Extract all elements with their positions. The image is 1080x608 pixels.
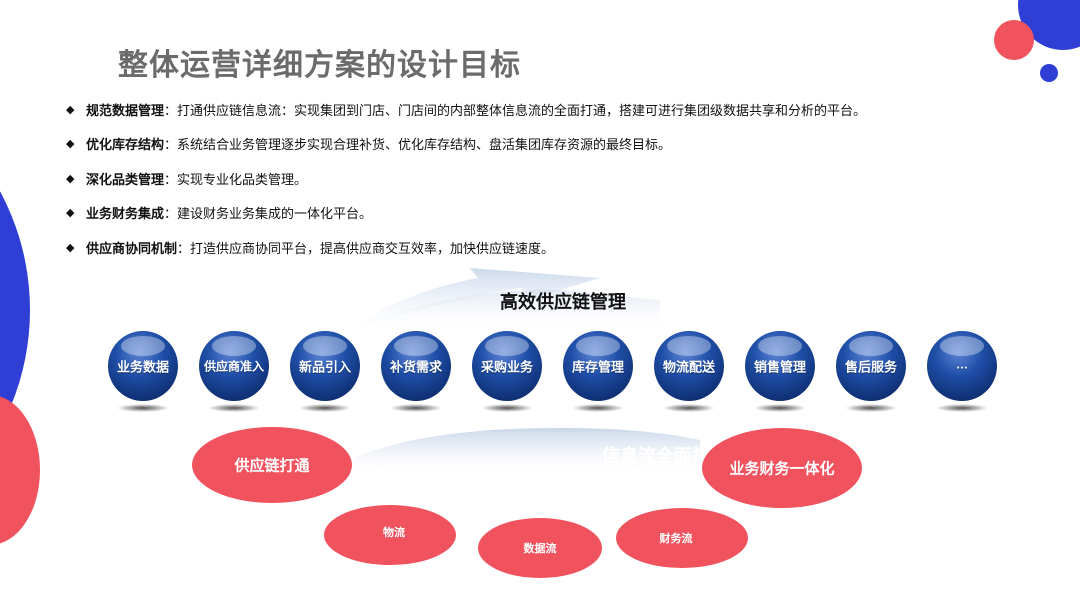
process-node-label: 补货需求 xyxy=(389,360,443,376)
process-node-label: 库存管理 xyxy=(571,360,625,376)
node-shadow xyxy=(845,404,897,412)
bullet-label: 深化品类管理 xyxy=(86,172,165,188)
process-node-label: 新品引入 xyxy=(298,360,352,376)
process-node-sphere xyxy=(290,331,360,401)
process-node-sphere xyxy=(472,331,542,401)
node-shadow xyxy=(208,404,260,412)
node-shadow xyxy=(754,404,806,412)
node-shadow xyxy=(117,404,169,412)
bullet-text: ：系统结合业务管理逐步实现合理补货、优化库存结构、盘活集团库存资源的最终目标。 xyxy=(164,138,672,154)
upper-arrow-label: 高效供应链管理 xyxy=(500,292,626,313)
diamond-bullet-icon: ◆ xyxy=(66,171,75,185)
ellipse-label-logistics: 物流 xyxy=(383,526,405,539)
bullet-item: ◆ 规范数据管理 ：打通供应链信息流：实现集团到门店、门店间的内部整体信息流的全… xyxy=(66,92,1026,127)
bullet-text: ：打造供应商协同平台，提高供应商交互效率，加快供应链速度。 xyxy=(177,241,555,257)
node-shadow xyxy=(390,404,442,412)
ellipse-data-flow xyxy=(478,518,602,578)
process-node-highlight xyxy=(485,336,529,356)
node-shadow xyxy=(663,404,715,412)
process-node-sphere xyxy=(836,331,906,401)
bullet-text: ：建设财务业务集成的一体化平台。 xyxy=(164,207,373,223)
process-node-label: 供应商准入 xyxy=(203,359,265,374)
page-title: 整体运营详细方案的设计目标 xyxy=(118,48,521,83)
ellipse-label-supply-chain: 供应链打通 xyxy=(234,456,310,475)
node-shadow xyxy=(936,404,988,412)
ellipse-finance-flow xyxy=(616,508,748,568)
node-shadow xyxy=(572,404,624,412)
decor-circle-red-top-right xyxy=(994,20,1034,60)
bullet-label: 优化库存结构 xyxy=(86,138,165,154)
ellipse-business-finance xyxy=(702,428,862,508)
bullet-item: ◆ 优化库存结构 ：系统结合业务管理逐步实现合理补货、优化库存结构、盘活集团库存… xyxy=(66,127,1026,162)
decor-dot-blue-top-right xyxy=(1040,64,1058,82)
process-node-highlight xyxy=(758,336,802,356)
bullet-label: 规范数据管理 xyxy=(86,103,165,119)
process-node-label: 物流配送 xyxy=(662,360,716,376)
ellipse-label-business-finance: 业务财务一体化 xyxy=(729,459,835,478)
process-node-highlight xyxy=(849,336,893,356)
process-node-highlight xyxy=(394,336,438,356)
process-node-label: 售后服务 xyxy=(844,360,898,376)
diamond-bullet-icon: ◆ xyxy=(66,102,75,116)
process-node-label: 业务数据 xyxy=(116,360,170,376)
diamond-bullet-icon: ◆ xyxy=(66,137,75,151)
process-node-label: ... xyxy=(956,360,968,372)
node-shadow xyxy=(299,404,351,412)
process-node-highlight xyxy=(212,336,256,356)
process-node-sphere xyxy=(563,331,633,401)
process-node-sphere xyxy=(927,331,997,401)
process-node-label: 销售管理 xyxy=(753,360,807,376)
middle-arrow-label: 信息流全面打通 xyxy=(602,446,702,467)
ellipse-logistics xyxy=(324,505,456,565)
bullet-item: ◆ 供应商协同机制 ：打造供应商协同平台，提高供应商交互效率，加快供应链速度。 xyxy=(66,230,1026,265)
process-node-sphere xyxy=(108,331,178,401)
diamond-bullet-icon: ◆ xyxy=(66,206,75,220)
process-node-sphere xyxy=(381,331,451,401)
process-node-highlight xyxy=(940,336,984,356)
bullet-label: 业务财务集成 xyxy=(86,207,165,223)
ellipse-label-data-flow: 数据流 xyxy=(523,542,557,555)
process-node-label: 采购业务 xyxy=(480,360,534,376)
process-node-sphere xyxy=(654,331,724,401)
ellipse-supply-chain xyxy=(192,427,352,503)
process-node-sphere xyxy=(745,331,815,401)
process-node-highlight xyxy=(576,336,620,356)
bullet-list: ◆ 规范数据管理 ：打通供应链信息流：实现集团到门店、门店间的内部整体信息流的全… xyxy=(66,92,1026,265)
upper-arrow-shape xyxy=(350,268,600,330)
process-node-highlight xyxy=(303,336,347,356)
bullet-label: 供应商协同机制 xyxy=(86,241,178,257)
process-node-sphere xyxy=(199,331,269,401)
bullet-text: ：打通供应链信息流：实现集团到门店、门店间的内部整体信息流的全面打通，搭建可进行… xyxy=(164,103,867,119)
bullet-text: ：实现专业化品类管理。 xyxy=(164,172,308,188)
upper-arrow-band xyxy=(350,289,660,330)
diamond-bullet-icon: ◆ xyxy=(66,240,75,254)
ellipse-label-finance-flow: 财务流 xyxy=(659,532,693,545)
node-shadow xyxy=(481,404,533,412)
middle-arrow-band xyxy=(330,428,700,470)
process-node-highlight xyxy=(121,336,165,356)
bullet-item: ◆ 深化品类管理 ：实现专业化品类管理。 xyxy=(66,161,1026,196)
bullet-item: ◆ 业务财务集成 ：建设财务业务集成的一体化平台。 xyxy=(66,196,1026,231)
process-node-highlight xyxy=(667,336,711,356)
